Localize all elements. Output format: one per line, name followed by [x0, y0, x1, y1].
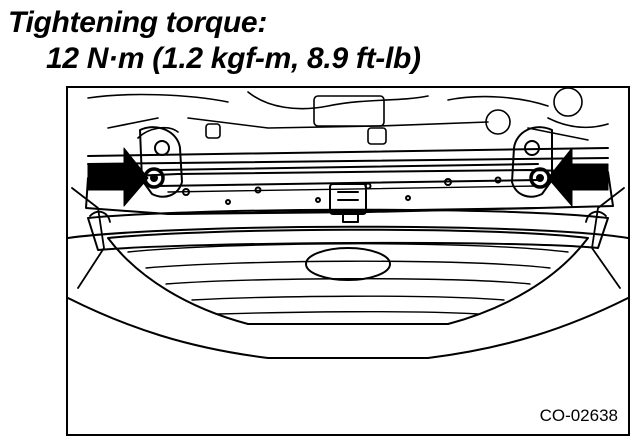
- torque-heading: Tightening torque:: [8, 6, 268, 39]
- torque-value: 12 N·m (1.2 kgf-m, 8.9 ft-lb): [46, 42, 421, 75]
- left-upper-bolt: [154, 140, 170, 156]
- arrow-right-icon: [87, 147, 149, 207]
- center-latch: [329, 183, 367, 223]
- figure-code: CO-02638: [539, 406, 618, 425]
- left-bracket: [139, 126, 183, 198]
- upper-support-bar: [87, 147, 609, 187]
- radiator-panel-illustration: CO-02638: [66, 86, 630, 436]
- engine-bay-lines: [87, 88, 609, 145]
- front-bumper: [68, 208, 628, 359]
- arrow-left-icon: [547, 147, 609, 207]
- front-grille: [107, 228, 589, 325]
- emblem: [305, 247, 391, 281]
- side-structure: [71, 187, 625, 289]
- right-upper-bolt: [524, 140, 540, 156]
